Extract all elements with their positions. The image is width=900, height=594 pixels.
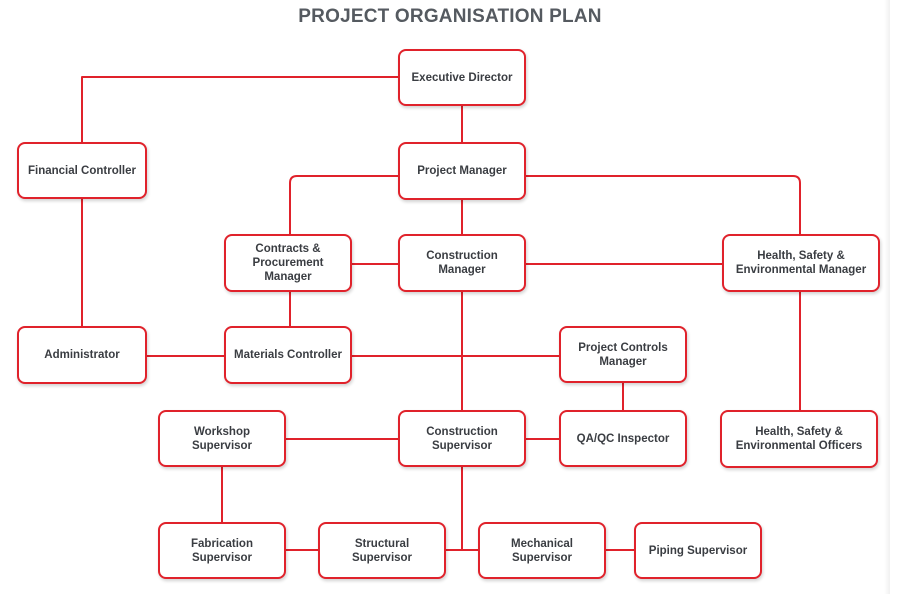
construction-supervisor-box: Construction Supervisor — [398, 410, 526, 467]
administrator-box: Administrator — [17, 326, 147, 384]
chart-title: PROJECT ORGANISATION PLAN — [298, 6, 602, 27]
fabrication-supervisor-box: Fabrication Supervisor — [158, 522, 286, 579]
materials-controller-box: Materials Controller — [224, 326, 352, 384]
qa-qc-inspector-box: QA/QC Inspector — [559, 410, 687, 467]
hse-officers-box: Health, Safety & Environmental Officers — [720, 410, 878, 468]
project-manager-box: Project Manager — [398, 142, 526, 200]
connector-exec-financial — [81, 76, 398, 144]
mechanical-supervisor-box: Mechanical Supervisor — [478, 522, 606, 579]
page-edge-shadow — [884, 0, 890, 594]
connector-pm-contracts — [289, 175, 398, 234]
project-controls-manager-box: Project Controls Manager — [559, 326, 687, 383]
connector-pm-hse — [526, 175, 801, 234]
construction-manager-box: Construction Manager — [398, 234, 526, 292]
financial-controller-box: Financial Controller — [17, 142, 147, 199]
contracts-procurement-manager-box: Contracts & Procurement Manager — [224, 234, 352, 292]
hse-manager-box: Health, Safety & Environmental Manager — [722, 234, 880, 292]
piping-supervisor-box: Piping Supervisor — [634, 522, 762, 579]
executive-director-box: Executive Director — [398, 49, 526, 106]
structural-supervisor-box: Structural Supervisor — [318, 522, 446, 579]
workshop-supervisor-box: Workshop Supervisor — [158, 410, 286, 467]
